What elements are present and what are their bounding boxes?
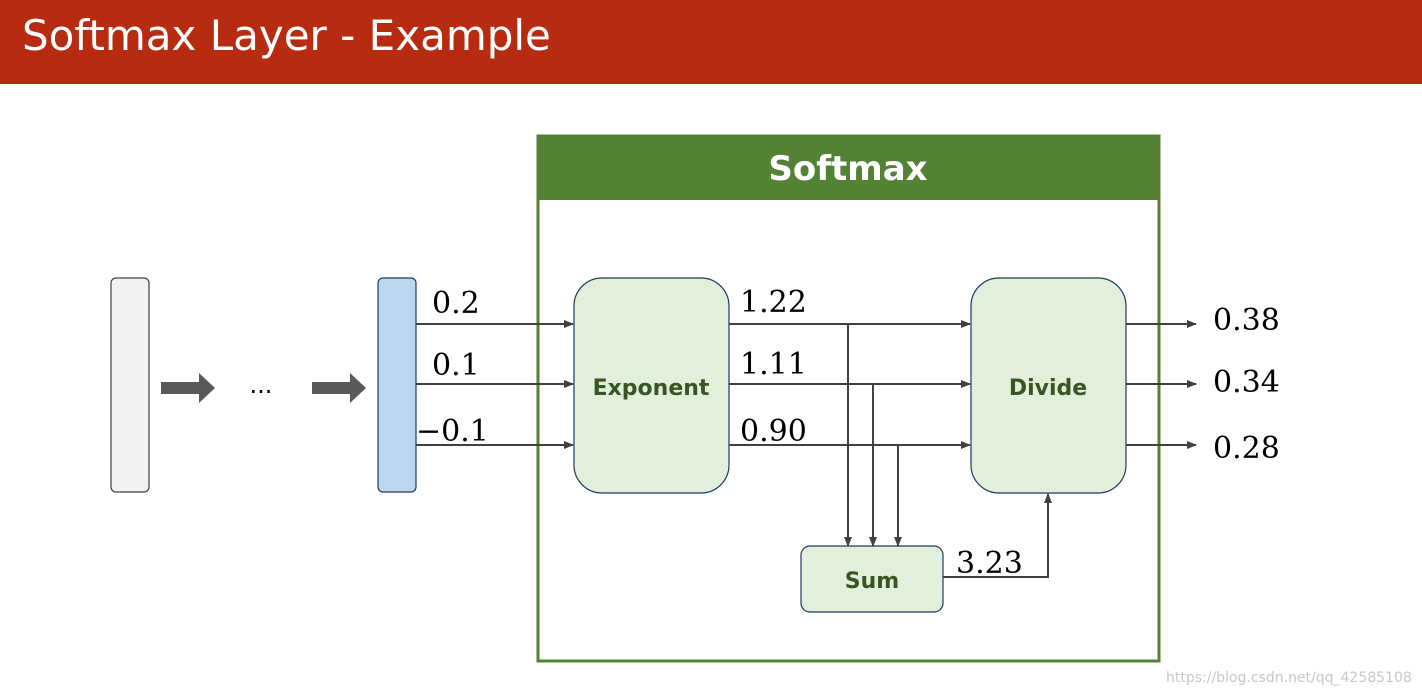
input-value-3: −0.1 [416, 414, 489, 449]
softmax-title-bar [538, 136, 1159, 200]
ellipsis: ... [250, 371, 273, 399]
input-value-1: 0.2 [432, 286, 480, 321]
exponent-label: Exponent [593, 376, 710, 401]
softmax-title: Softmax [768, 149, 927, 189]
divide-label: Divide [1009, 376, 1087, 401]
forward-arrow-1 [161, 373, 215, 403]
exp-value-1: 1.22 [740, 285, 807, 320]
previous-layer [110, 277, 150, 493]
sum-label: Sum [845, 569, 899, 594]
slide-header: Softmax Layer - Example [0, 0, 1422, 84]
input-value-2: 0.1 [432, 348, 480, 383]
slide-title: Softmax Layer - Example [22, 11, 551, 60]
output-value-3: 0.28 [1213, 431, 1280, 466]
exponent-node [573, 277, 730, 494]
output-value-1: 0.38 [1213, 303, 1280, 338]
sum-to-divide-arrow [943, 493, 1052, 578]
forward-arrow-2 [312, 373, 366, 403]
output-value-2: 0.34 [1213, 365, 1280, 400]
watermark: https://blog.csdn.net/qq_42585108 [1166, 670, 1412, 686]
exp-value-2: 1.11 [740, 347, 807, 382]
sum-node [800, 545, 944, 613]
logit-layer [377, 277, 417, 493]
divide-node [970, 277, 1127, 494]
exp-value-3: 0.90 [740, 414, 807, 449]
sum-value: 3.23 [956, 546, 1023, 581]
